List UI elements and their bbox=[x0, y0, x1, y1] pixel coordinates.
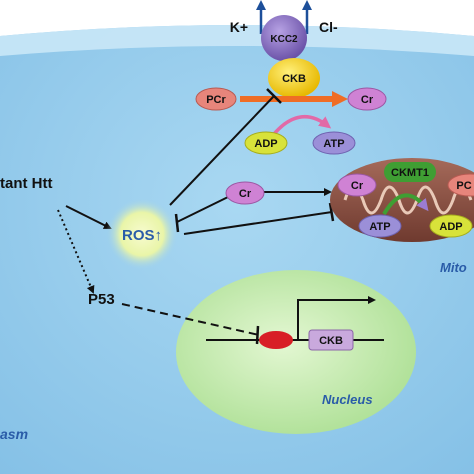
cr-label-mito: Cr bbox=[351, 180, 364, 192]
ckmt1-enzyme bbox=[384, 162, 436, 182]
ckmt1-label: CKMT1 bbox=[391, 167, 429, 179]
kcc2-transporter bbox=[261, 15, 307, 61]
cr-to-ros-line bbox=[176, 196, 229, 223]
p53-inhibits-ckb-bar bbox=[255, 325, 260, 345]
k-ion-label: K+ bbox=[230, 19, 248, 35]
mito-cristae bbox=[343, 185, 473, 215]
cr-inhibits-ros-bar bbox=[174, 213, 180, 233]
p53-binding-element bbox=[259, 331, 293, 349]
cell-membrane bbox=[0, 25, 474, 56]
ros-glow bbox=[106, 198, 178, 270]
pcr-label: PCr bbox=[206, 94, 226, 106]
mutant-htt-label: tant Htt bbox=[0, 175, 53, 192]
cr-label-top: Cr bbox=[361, 94, 374, 106]
pcr-label-mito: PC bbox=[456, 180, 471, 192]
pcr-molecule-mito bbox=[447, 173, 474, 197]
cr-molecule-mito bbox=[337, 173, 377, 197]
pcr-molecule bbox=[195, 87, 237, 111]
ckb-enzyme bbox=[268, 58, 320, 98]
mito-atp-to-adp-arrow bbox=[382, 193, 429, 216]
nucleus bbox=[176, 270, 416, 434]
ckb-gene-label: CKB bbox=[319, 335, 343, 347]
adp-label-top: ADP bbox=[254, 138, 277, 150]
cytoplasm-label: asm bbox=[0, 426, 28, 442]
ckb-label: CKB bbox=[282, 73, 306, 85]
adp-molecule-mito bbox=[429, 214, 473, 238]
ros-inhibits-ckb-line bbox=[169, 95, 275, 206]
cl-ion-label: Cl- bbox=[319, 19, 338, 35]
cr-molecule-top bbox=[347, 87, 387, 111]
nucleus-label: Nucleus bbox=[322, 392, 373, 407]
p53-label: P53 bbox=[88, 291, 115, 308]
adp-to-atp-arrow bbox=[272, 114, 332, 136]
kcc2-label: KCC2 bbox=[270, 34, 298, 45]
ros-inhibits-mito-line bbox=[183, 211, 333, 235]
htt-to-ros-arrow bbox=[65, 205, 112, 229]
transcription-start-arrow bbox=[297, 296, 376, 340]
atp-label-mito: ATP bbox=[369, 221, 390, 233]
atp-molecule-top bbox=[312, 131, 356, 155]
cr-molecule-mid bbox=[225, 181, 265, 205]
atp-label-top: ATP bbox=[323, 138, 344, 150]
mitochondria-label: Mito bbox=[440, 260, 467, 275]
adp-molecule-top bbox=[244, 131, 288, 155]
ros-label: ROS↑ bbox=[122, 227, 162, 244]
ckb-gene bbox=[308, 329, 354, 351]
adp-label-mito: ADP bbox=[439, 221, 462, 233]
ros-inhibits-mito-bar bbox=[328, 202, 335, 222]
p53-inhibits-ckb-line bbox=[121, 303, 260, 336]
atp-molecule-mito bbox=[358, 214, 402, 238]
cr-label-mid: Cr bbox=[239, 188, 252, 200]
ros-inhibits-ckb-bar bbox=[266, 88, 282, 104]
